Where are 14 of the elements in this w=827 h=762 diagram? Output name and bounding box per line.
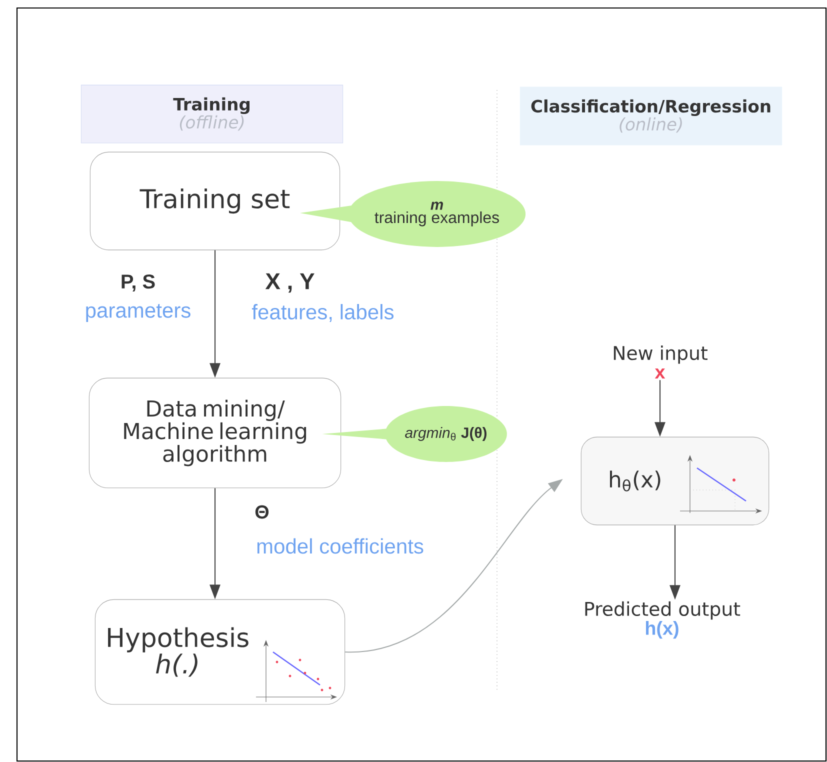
description-label: model coefficients: [257, 538, 424, 554]
process-box: h$_{θ}$(x): [580, 436, 770, 526]
process-box: Hypothesis h(.): [94, 599, 346, 705]
speech-bubble: m training examples: [300, 181, 526, 247]
speech-bubble: argmin$_{θ}$ J(θ): [322, 406, 507, 462]
input-label: New input x: [614, 346, 708, 378]
description-label: parameters: [86, 304, 190, 322]
process-box: Data mining/ Machine learning algorithm: [88, 378, 342, 488]
parameter-label: P, S: [122, 274, 155, 292]
process-box: Training set: [90, 152, 340, 250]
description-label: features, labels: [252, 304, 394, 322]
parameter-label: Θ: [255, 505, 269, 519]
parameter-label: X , Y: [265, 273, 314, 293]
output-label: Predicted output h(x): [585, 601, 740, 639]
